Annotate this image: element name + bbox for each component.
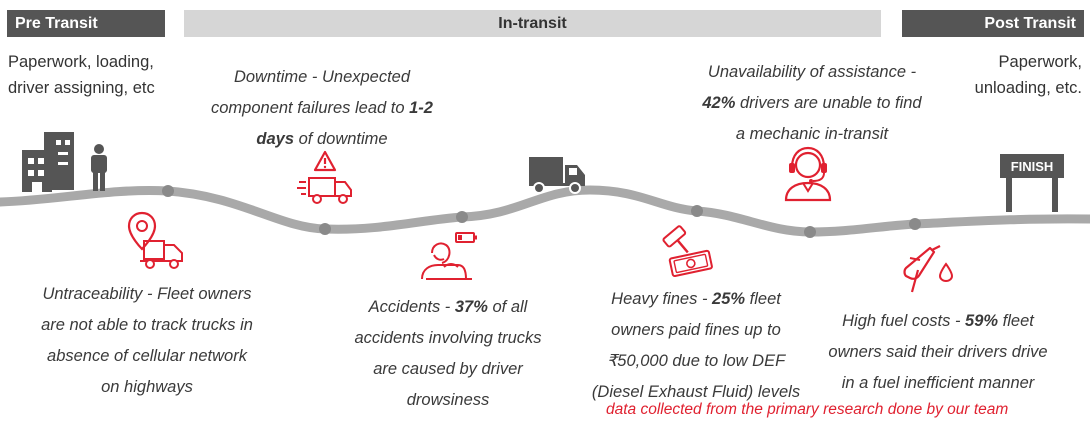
road-dot <box>319 223 331 235</box>
road-dot <box>909 218 921 230</box>
text-line: days of downtime <box>256 130 388 148</box>
issue-assistance-text: Unavailability of assistance - 42% drive… <box>662 57 962 150</box>
issue-accidents-text: Accidents - 37% of all accidents involvi… <box>332 292 564 416</box>
footnote: data collected from the primary research… <box>606 401 1009 418</box>
drowsy-driver-icon <box>421 232 477 280</box>
text-line: on highways <box>101 378 193 396</box>
truck-icon <box>529 157 585 194</box>
text-line: (Diesel Exhaust Fluid) levels <box>591 383 801 401</box>
text-line: owners paid fines up to <box>611 321 781 339</box>
text-line: accidents involving trucks <box>354 329 542 347</box>
buildings-icon <box>22 132 74 192</box>
text-line: Untraceability - Fleet owners <box>42 285 252 303</box>
post-transit-description: Paperwork, unloading, etc. <box>974 53 1082 97</box>
text-line: ₹50,000 due to low DEF <box>606 352 786 370</box>
fuel-pump-icon <box>903 245 954 293</box>
text-line: are not able to track trucks in <box>41 316 253 334</box>
text-line: a mechanic in-transit <box>735 125 889 143</box>
finish-sign-text: FINISH <box>1011 159 1054 174</box>
issue-fuel-text: High fuel costs - 59% fleet owners said … <box>806 306 1070 399</box>
truck-warning-icon <box>297 150 352 204</box>
phase-header-pre-transit: Pre Transit <box>7 10 165 37</box>
text-line: are caused by driver <box>373 360 523 378</box>
text-line: 42% drivers are unable to find <box>702 94 922 112</box>
text-line: Unavailability of assistance - <box>707 63 917 81</box>
location-truck-icon <box>127 211 183 269</box>
text-line: absence of cellular network <box>47 347 247 365</box>
text-line: Heavy fines - 25% fleet <box>611 290 781 308</box>
text-line: component failures lead to 1-2 <box>211 99 433 117</box>
gavel-fine-icon <box>662 225 713 278</box>
phase-header-post-transit: Post Transit <box>902 10 1084 37</box>
support-agent-icon <box>784 146 832 202</box>
road-dot <box>456 211 468 223</box>
road-dot <box>691 205 703 217</box>
issue-downtime-text: Downtime - Unexpected component failures… <box>182 62 462 155</box>
finish-sign-icon: FINISH <box>1000 154 1064 212</box>
text-line: in a fuel inefficient manner <box>841 374 1035 392</box>
text-line: Accidents - 37% of all <box>368 298 528 316</box>
text-line: Downtime - Unexpected <box>233 68 411 86</box>
text-line: High fuel costs - 59% fleet <box>842 312 1034 330</box>
issue-untraceability-text: Untraceability - Fleet owners are not ab… <box>16 279 278 403</box>
road-dot <box>162 185 174 197</box>
phase-header-in-transit: In-transit <box>184 10 881 37</box>
text-line: drowsiness <box>406 391 490 409</box>
pre-transit-description: Paperwork, loading, driver assigning, et… <box>8 53 155 97</box>
road-dot <box>804 226 816 238</box>
person-icon <box>91 144 107 191</box>
text-line: owners said their drivers drive <box>828 343 1048 361</box>
issue-fines-text: Heavy fines - 25% fleet owners paid fine… <box>566 284 826 408</box>
